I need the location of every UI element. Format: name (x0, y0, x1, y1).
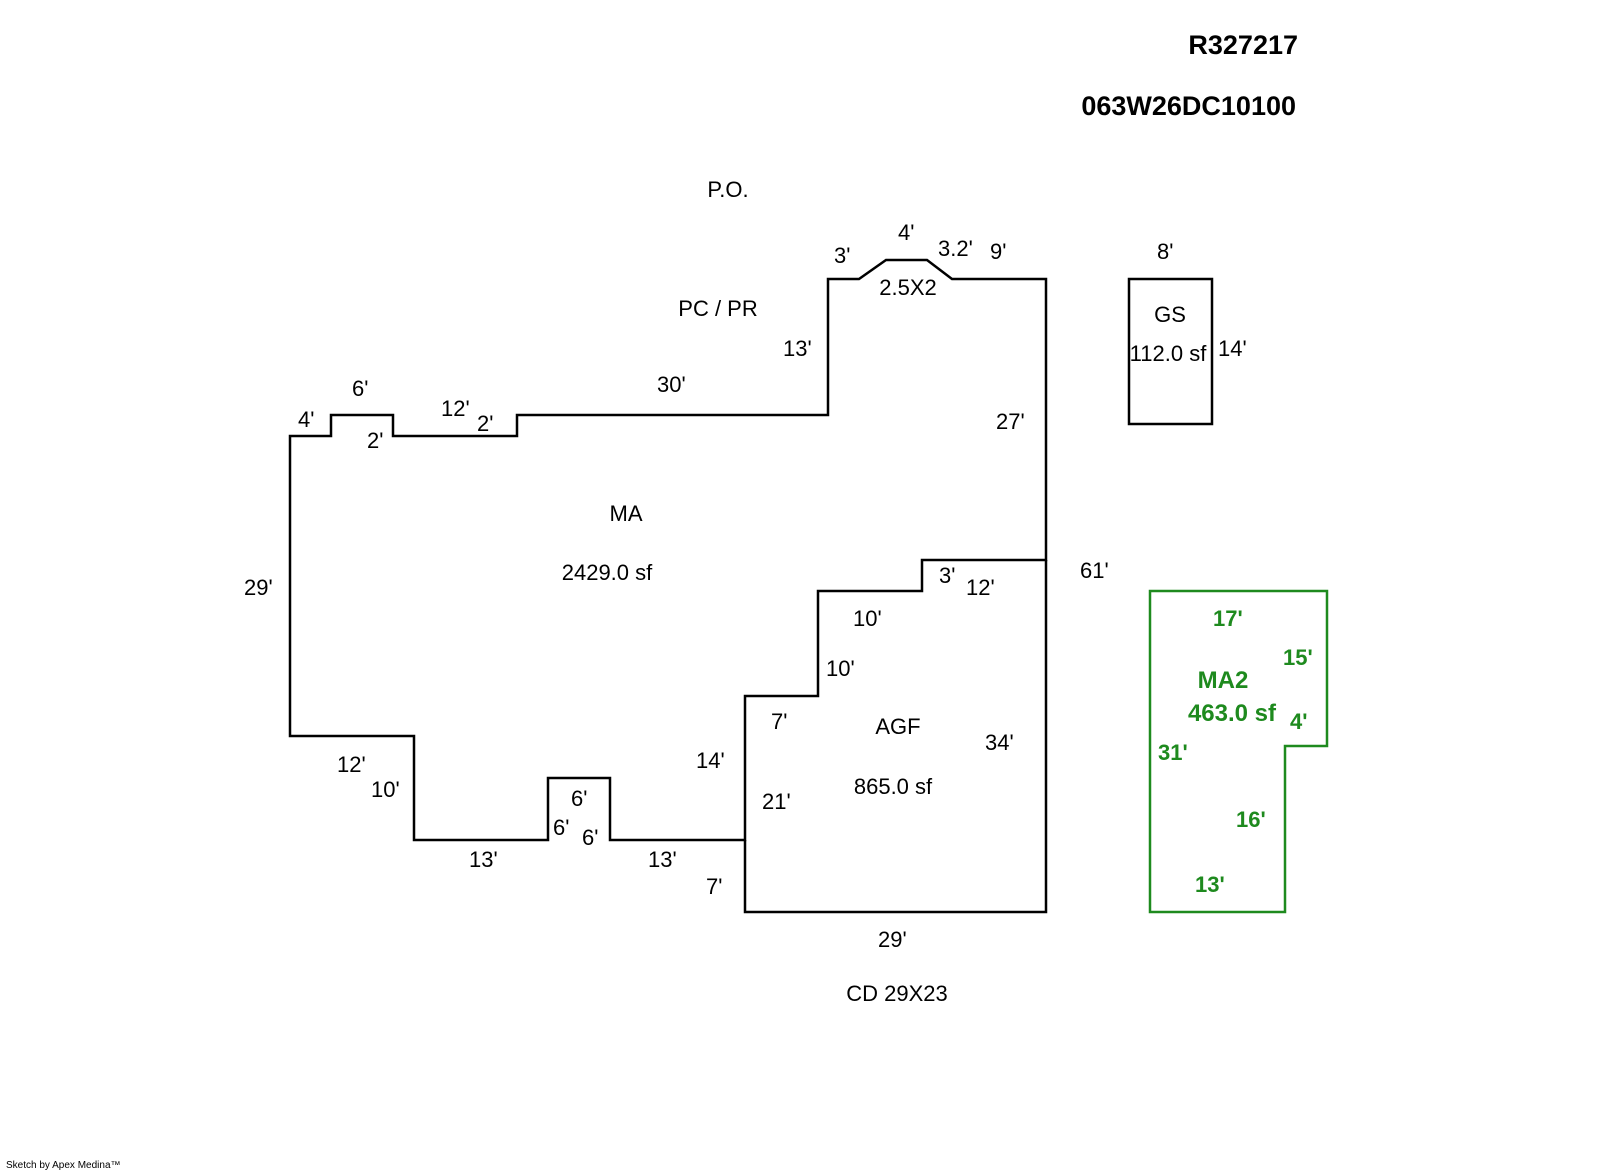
dim-label: 3' (939, 563, 955, 588)
dim-label: 4' (898, 220, 914, 245)
dim-label: 4' (298, 407, 314, 432)
account-id: R327217 (1188, 30, 1298, 60)
dim-label: 10' (853, 606, 882, 631)
dim-label: 7' (771, 709, 787, 734)
ma-area: 2429.0 sf (562, 560, 653, 585)
ma-outline (288, 258, 1048, 842)
cd-label: CD 29X23 (846, 981, 948, 1006)
dim-label: 13' (469, 847, 498, 872)
dim-label: 3' (834, 243, 850, 268)
dim-label: 30' (657, 372, 686, 397)
dim-label: 7' (706, 874, 722, 899)
ma2-dim-label: 17' (1213, 606, 1243, 631)
dim-label: 2' (367, 428, 383, 453)
dim-label: 12' (441, 396, 470, 421)
dim-label: 10' (371, 777, 400, 802)
dim-label: 6' (571, 786, 587, 811)
dim-label: 13' (648, 847, 677, 872)
ma2-outline (1148, 589, 1329, 914)
ma2-dim-label: 4' (1290, 709, 1307, 734)
ma2-dim-label: 13' (1195, 872, 1225, 897)
ma2-dim-label: 31' (1158, 740, 1188, 765)
dim-label: 2' (477, 411, 493, 436)
dim-label: 3.2' (938, 236, 973, 261)
ma2-dim-label: 15' (1283, 645, 1313, 670)
ma2-code: MA2 (1198, 667, 1249, 694)
dim-label: 27' (996, 409, 1025, 434)
pc-pr-label: PC / PR (678, 296, 757, 321)
ma2-area: 463.0 sf (1188, 700, 1277, 727)
agf-area: 865.0 sf (854, 774, 933, 799)
map-tax-lot: 063W26DC10100 (1081, 91, 1296, 121)
dim-label: 13' (783, 336, 812, 361)
bay-label: 2.5X2 (879, 275, 937, 300)
dim-label: 9' (990, 239, 1006, 264)
dim-label: 61' (1080, 558, 1109, 583)
dim-label: 10' (826, 656, 855, 681)
agf-outline (743, 560, 1048, 914)
po-label: P.O. (707, 177, 748, 202)
gs-area: 112.0 sf (1130, 341, 1208, 366)
footer-credit: Sketch by Apex Medina™ (6, 1160, 121, 1171)
dim-label: 29' (878, 927, 907, 952)
dim-label: 21' (762, 789, 791, 814)
agf-code: AGF (875, 714, 920, 739)
dim-label: 6' (582, 825, 598, 850)
gs-outline (1127, 277, 1214, 426)
dim-label: 29' (244, 575, 273, 600)
dim-label: 12' (337, 752, 366, 777)
dim-label: 34' (985, 730, 1014, 755)
gs-code: GS (1154, 302, 1186, 327)
dim-label: 14' (696, 748, 725, 773)
dim-label: 6' (553, 815, 569, 840)
dim-label: 6' (352, 376, 368, 401)
dim-label: 12' (966, 575, 995, 600)
dim-label: 8' (1157, 239, 1173, 264)
ma-code: MA (610, 501, 643, 526)
dim-label: 14' (1218, 336, 1247, 361)
ma2-dim-label: 16' (1236, 807, 1266, 832)
